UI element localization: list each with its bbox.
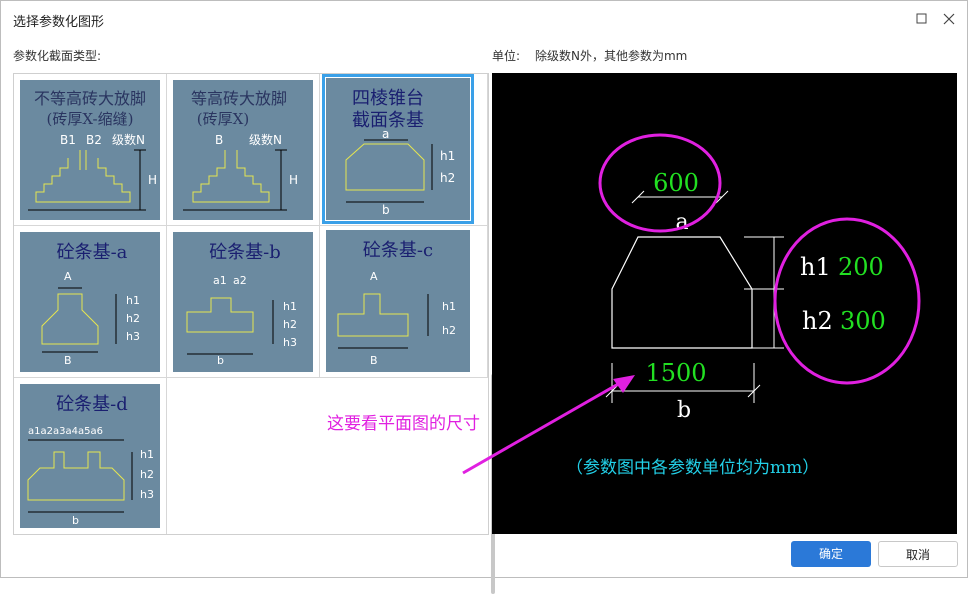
dim-label-h2: h2 <box>442 324 456 337</box>
item-title: 砼条基-c <box>363 240 433 261</box>
h1-value: 200 <box>838 253 884 281</box>
item-subtitle: 截面条基 <box>352 110 424 131</box>
dim-label-b: b <box>72 514 79 527</box>
thumbnail: 砼条基-c A h1 h2 B <box>326 230 470 372</box>
title-bar: 选择参数化图形 <box>1 1 967 39</box>
item-subtitle: (砖厚X-缩缝) <box>47 110 134 128</box>
dim-line-h <box>744 236 784 349</box>
item-title: 砼条基-d <box>56 394 128 415</box>
parameter-preview-canvas: 600 a 1500 b h1 200 h2 300 （参数图中各参数单位均为m… <box>492 73 957 534</box>
dim-label-a: A <box>370 270 378 283</box>
cancel-button[interactable]: 取消 <box>878 541 958 567</box>
item-title: 四棱锥台 <box>352 88 424 109</box>
dim-label-b: b <box>382 203 390 217</box>
dim-label-b1: B1 <box>60 133 76 147</box>
thumbnail: 砼条基-b a1 a2 h1 h2 h3 b <box>173 232 313 372</box>
dim-label-h1: h1 <box>140 448 154 461</box>
dim-label-h2: h2 <box>126 312 140 325</box>
gallery-item-concrete-strip-b[interactable]: 砼条基-b a1 a2 h1 h2 h3 b <box>167 226 320 378</box>
dim-label-b2: B2 <box>86 133 102 147</box>
item-title: 砼条基-a <box>57 242 128 263</box>
close-icon[interactable] <box>941 11 957 27</box>
dim-label-h2: h2 <box>140 468 154 481</box>
dim-label-b: B <box>370 354 378 367</box>
b-label: b <box>677 398 691 423</box>
dim-label-h: H <box>289 173 298 187</box>
dim-label-b: B <box>64 354 72 367</box>
dim-label-h1: h1 <box>126 294 140 307</box>
dim-label-h1: h1 <box>283 300 297 313</box>
dim-label-h2: h2 <box>440 171 455 185</box>
dim-label-a: a <box>382 127 389 141</box>
annotation-arrow <box>462 375 635 475</box>
item-title: 砼条基-b <box>209 242 281 263</box>
h1-label: h1 <box>800 253 831 281</box>
dim-label-h3: h3 <box>126 330 140 343</box>
maximize-icon[interactable] <box>914 11 930 27</box>
dim-label-h3: h3 <box>283 336 297 349</box>
thumbnail: 砼条基-d a1a2a3a4a5a6 h1 h2 h3 b <box>20 384 160 528</box>
highlight-circle-a <box>598 133 722 233</box>
item-title: 等高砖大放脚 <box>191 89 287 108</box>
highlight-circle-h <box>773 217 921 385</box>
dim-label-h3: h3 <box>140 488 154 501</box>
h2-label: h2 <box>802 307 833 335</box>
thumbnail: 不等高砖大放脚 (砖厚X-缩缝) B1 B2 级数N H <box>20 80 160 220</box>
thumbnail: 砼条基-a A h1 h2 h3 B <box>20 232 160 372</box>
gallery-item-concrete-strip-c[interactable]: 砼条基-c A h1 h2 B <box>320 226 488 378</box>
dim-label-a1: a1 <box>213 274 227 287</box>
gallery-item-frustum-strip-footing[interactable]: 四棱锥台 截面条基 a h1 h2 b <box>320 74 488 226</box>
dim-label-a: A <box>64 270 72 283</box>
unit-description: 除级数N外，其他参数为mm <box>535 49 688 63</box>
unit-note: （参数图中各参数单位均为mm） <box>566 458 819 478</box>
a-value: 600 <box>653 169 699 197</box>
dim-label-h2: h2 <box>283 318 297 331</box>
gallery-item-unequal-brick-footing[interactable]: 不等高砖大放脚 (砖厚X-缩缝) B1 B2 级数N H <box>14 74 167 226</box>
dim-line-a <box>631 190 729 204</box>
item-subtitle: (砖厚X) <box>197 110 249 128</box>
ok-button[interactable]: 确定 <box>791 541 871 567</box>
dim-label-a2: a2 <box>233 274 247 287</box>
thumbnail: 等高砖大放脚 (砖厚X) B 级数N H <box>173 80 313 220</box>
gallery-item-concrete-strip-a[interactable]: 砼条基-a A h1 h2 h3 B <box>14 226 167 378</box>
gallery-item-equal-brick-footing[interactable]: 等高砖大放脚 (砖厚X) B 级数N H <box>167 74 320 226</box>
section-type-label: 参数化截面类型: <box>13 49 102 63</box>
dim-label-n: 级数N <box>249 132 282 147</box>
thumbnail: 四棱锥台 截面条基 a h1 h2 b <box>322 74 474 224</box>
window-title: 选择参数化图形 <box>13 15 105 30</box>
gallery-item-concrete-strip-d[interactable]: 砼条基-d a1a2a3a4a5a6 h1 h2 h3 b <box>14 378 167 534</box>
dim-label-b: b <box>217 354 224 367</box>
annotation-text: 这要看平面图的尺寸 <box>327 414 480 434</box>
unit-title-label: 单位: <box>492 49 521 63</box>
dim-label-h1: h1 <box>440 149 455 163</box>
dim-label-n: 级数N <box>112 132 145 147</box>
dim-label-h1: h1 <box>442 300 456 313</box>
dim-label-h: H <box>148 173 157 187</box>
b-value: 1500 <box>645 359 706 387</box>
dim-line-b <box>605 363 761 403</box>
h2-value: 300 <box>840 307 886 335</box>
dim-label-a1-a6: a1a2a3a4a5a6 <box>28 426 103 437</box>
section-type-gallery: 不等高砖大放脚 (砖厚X-缩缝) B1 B2 级数N H 等高砖大放脚 (砖 <box>13 73 495 594</box>
dim-label-b: B <box>215 133 223 147</box>
item-title: 不等高砖大放脚 <box>34 89 146 108</box>
